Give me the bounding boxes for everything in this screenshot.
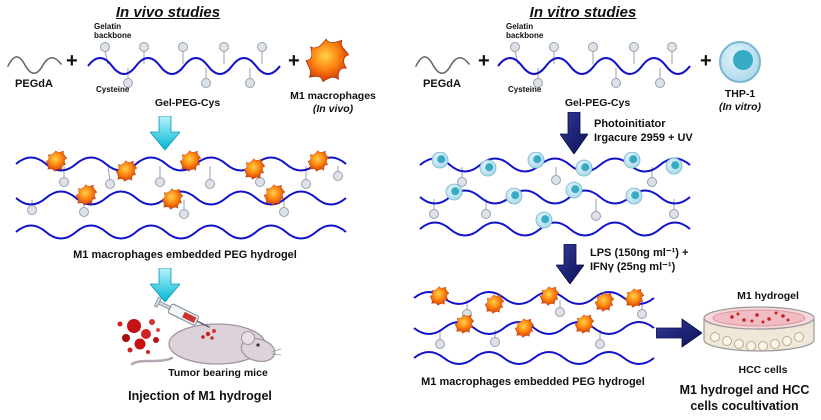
in-vivo-sublabel: (In vivo): [312, 103, 354, 115]
m1-hydrogel-network-diagram: [15, 150, 347, 240]
thp1-cell-icon: [719, 41, 761, 83]
pegda-squiggle-icon: [415, 56, 470, 75]
m1-macrophage-icon: [305, 38, 349, 83]
photoinitiator-step-label: Photoinitiator Irgacure 2959 + UV: [594, 117, 693, 146]
mouse-ear: [241, 331, 255, 345]
polymer-backbone-wave: [87, 57, 281, 75]
gel-wave: [419, 221, 691, 237]
pegda-label: PEGdA: [15, 78, 53, 90]
plus-sign: +: [66, 50, 78, 72]
final-caption-line: cells cocultivation: [690, 398, 799, 413]
step-line: Photoinitiator: [594, 118, 666, 130]
hcc-cells-row: [710, 332, 804, 351]
gelatin-backbone-label: Gelatin backbone: [94, 22, 132, 40]
cocultivation-dish-illustration: [703, 306, 815, 352]
cysteine-label: Cysteine: [96, 85, 130, 94]
cyan-down-arrow-icon: [150, 116, 180, 150]
step-line: LPS (150ng ml⁻¹) +: [590, 247, 689, 259]
embedded-m1-macrophages: [45, 150, 330, 210]
in-vitro-final-caption: M1 hydrogel and HCC cells cocultivation: [662, 383, 821, 414]
m1-hydrogel-surface: [712, 309, 806, 327]
pegda-squiggle-icon: [7, 56, 62, 75]
crosslinker-nodes: [27, 171, 343, 219]
in-vivo-title: In vivo studies: [115, 4, 221, 21]
plus-sign: +: [700, 50, 712, 72]
hydrogel-caption: M1 macrophages embedded PEG hydrogel: [73, 249, 297, 261]
gel-wave: [413, 291, 655, 305]
m1-hydrogel-network-diagram: [413, 286, 655, 365]
navy-down-arrow-icon: [560, 112, 588, 154]
syringe-icon: [153, 296, 210, 328]
crosslinker-lines: [104, 50, 263, 79]
mouse-eye: [256, 343, 260, 347]
lps-ifn-step-label: LPS (150ng ml⁻¹) + IFNγ (25ng ml⁻¹): [590, 246, 688, 275]
step-line: Irgacure 2959 + UV: [594, 132, 693, 145]
plus-sign: +: [478, 50, 490, 72]
gel-peg-cys-label: Gel-PEG-Cys: [564, 97, 631, 109]
in-vivo-final-caption: Injection of M1 hydrogel: [128, 389, 272, 403]
gelatin-backbone-label: Gelatin backbone: [506, 22, 544, 40]
gel-peg-cys-polymer-diagram: [497, 42, 691, 88]
tumor-mouse-injection-illustration: [117, 296, 282, 366]
mouse-tail: [130, 356, 174, 366]
m1-hydrogel-dish-label: M1 hydrogel: [737, 290, 799, 302]
crosslinker-lines: [514, 50, 673, 79]
cyan-down-arrow-icon: [150, 268, 180, 302]
thp1-hydrogel-network-diagram: [419, 152, 691, 237]
polymer-backbone-wave: [497, 57, 691, 75]
navy-right-arrow-icon: [656, 318, 702, 348]
crosslinker-nodes: [100, 42, 267, 88]
gel-peg-cys-polymer-diagram: [87, 42, 281, 88]
thp1-label: THP-1: [724, 88, 756, 100]
plus-sign: +: [288, 50, 300, 72]
crosslinker-nodes: [510, 42, 677, 88]
gel-wave: [413, 351, 655, 365]
gel-wave: [15, 190, 347, 206]
gel-wave: [419, 189, 691, 205]
final-caption-line: M1 hydrogel and HCC: [679, 383, 810, 397]
in-vitro-sublabel: (In vitro): [719, 101, 761, 113]
gel-wave: [413, 321, 655, 335]
gel-wave: [15, 156, 347, 172]
m1-macrophages-label: M1 macrophages: [290, 90, 376, 102]
tumor-site-dots: [201, 329, 216, 340]
gel-wave: [419, 157, 691, 173]
step-line: IFNγ (25ng ml⁻¹): [590, 261, 676, 274]
pegda-label: PEGdA: [423, 78, 461, 90]
cysteine-label: Cysteine: [508, 85, 542, 94]
crosslinker-lines: [31, 165, 339, 212]
tumor-mice-caption: Tumor bearing mice: [168, 367, 268, 379]
in-vitro-title: In vitro studies: [529, 4, 637, 21]
blood-splatter: [117, 319, 160, 354]
hydrogel-caption: M1 macrophages embedded PEG hydrogel: [421, 376, 645, 388]
hcc-cells-label: HCC cells: [738, 364, 788, 376]
gel-wave: [15, 224, 347, 240]
gel-peg-cys-label: Gel-PEG-Cys: [154, 97, 221, 109]
navy-down-arrow-icon: [556, 244, 584, 284]
m1-cells-in-dish: [730, 311, 790, 324]
